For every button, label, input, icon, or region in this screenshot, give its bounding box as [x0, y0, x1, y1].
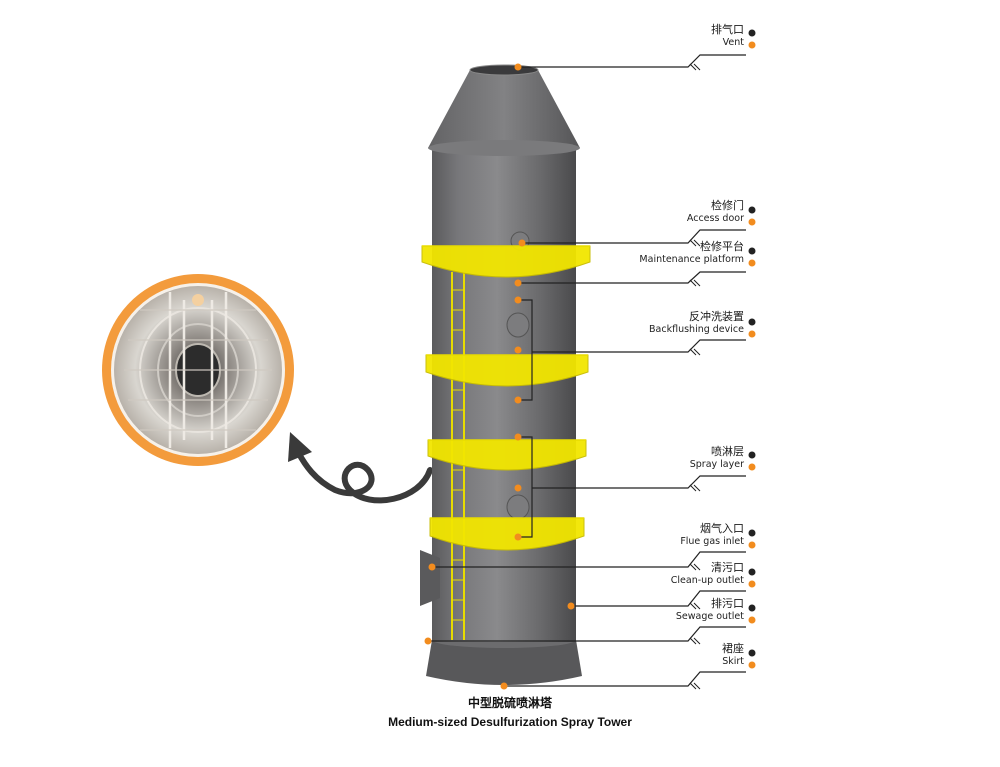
callout-skirt-en: Skirt — [722, 656, 744, 667]
platforms — [421, 245, 591, 551]
callout-access-door-en: Access door — [686, 213, 744, 224]
callout-spray-layer-en: Spray layer — [689, 459, 744, 470]
callout-backflushing-device-en: Backflushing device — [649, 324, 744, 335]
tower-skirt — [426, 640, 582, 685]
callout-sewage-outlet: 排污口 Sewage outlet — [676, 598, 744, 622]
callout-vent: 排气口 Vent — [711, 24, 744, 48]
callout-maintenance-platform-zh: 检修平台 — [700, 240, 744, 253]
callout-flue-gas-inlet: 烟气入口 Flue gas inlet — [680, 523, 744, 547]
interior-view-inset — [102, 274, 294, 466]
callout-access-door: 检修门 Access door — [687, 200, 744, 224]
caption-zh: 中型脱硫喷淋塔 — [467, 696, 552, 710]
swirl-arrow — [288, 432, 433, 504]
callout-sewage-outlet-en: Sewage outlet — [675, 611, 744, 622]
spray-tower — [420, 64, 591, 685]
callout-vent-zh: 排气口 — [711, 23, 744, 36]
callout-spray-layer-zh: 喷淋层 — [711, 445, 744, 458]
callout-sewage-outlet-zh: 排污口 — [711, 597, 744, 610]
callout-clean-up-outlet-en: Clean-up outlet — [670, 575, 744, 586]
callout-maintenance-platform: 检修平台 Maintenance platform — [639, 241, 744, 265]
callout-flue-gas-inlet-zh: 烟气入口 — [700, 522, 744, 535]
leader-lines — [428, 54, 746, 687]
callout-skirt-zh: 裙座 — [722, 642, 744, 655]
callout-clean-up-outlet-zh: 清污口 — [711, 561, 744, 574]
callout-access-door-zh: 检修门 — [711, 199, 744, 212]
diagram-caption: 中型脱硫喷淋塔 Medium-sized Desulfurization Spr… — [340, 694, 680, 729]
tower-body — [432, 150, 576, 642]
callout-backflushing-device: 反冲洗装置 Backflushing device — [649, 311, 744, 335]
callout-maintenance-platform-en: Maintenance platform — [639, 254, 744, 265]
flue-inlet-duct — [420, 550, 440, 606]
callout-skirt: 裙座 Skirt — [722, 643, 744, 667]
tower-markers — [424, 63, 575, 690]
callout-clean-up-outlet: 清污口 Clean-up outlet — [671, 562, 744, 586]
callout-spray-layer: 喷淋层 Spray layer — [690, 446, 744, 470]
tower-cone — [428, 70, 580, 148]
callout-flue-gas-inlet-en: Flue gas inlet — [680, 536, 744, 547]
label-markers — [748, 29, 756, 669]
caption-en: Medium-sized Desulfurization Spray Tower — [388, 715, 632, 729]
callout-vent-en: Vent — [722, 37, 744, 48]
callout-backflushing-device-zh: 反冲洗装置 — [689, 310, 744, 323]
